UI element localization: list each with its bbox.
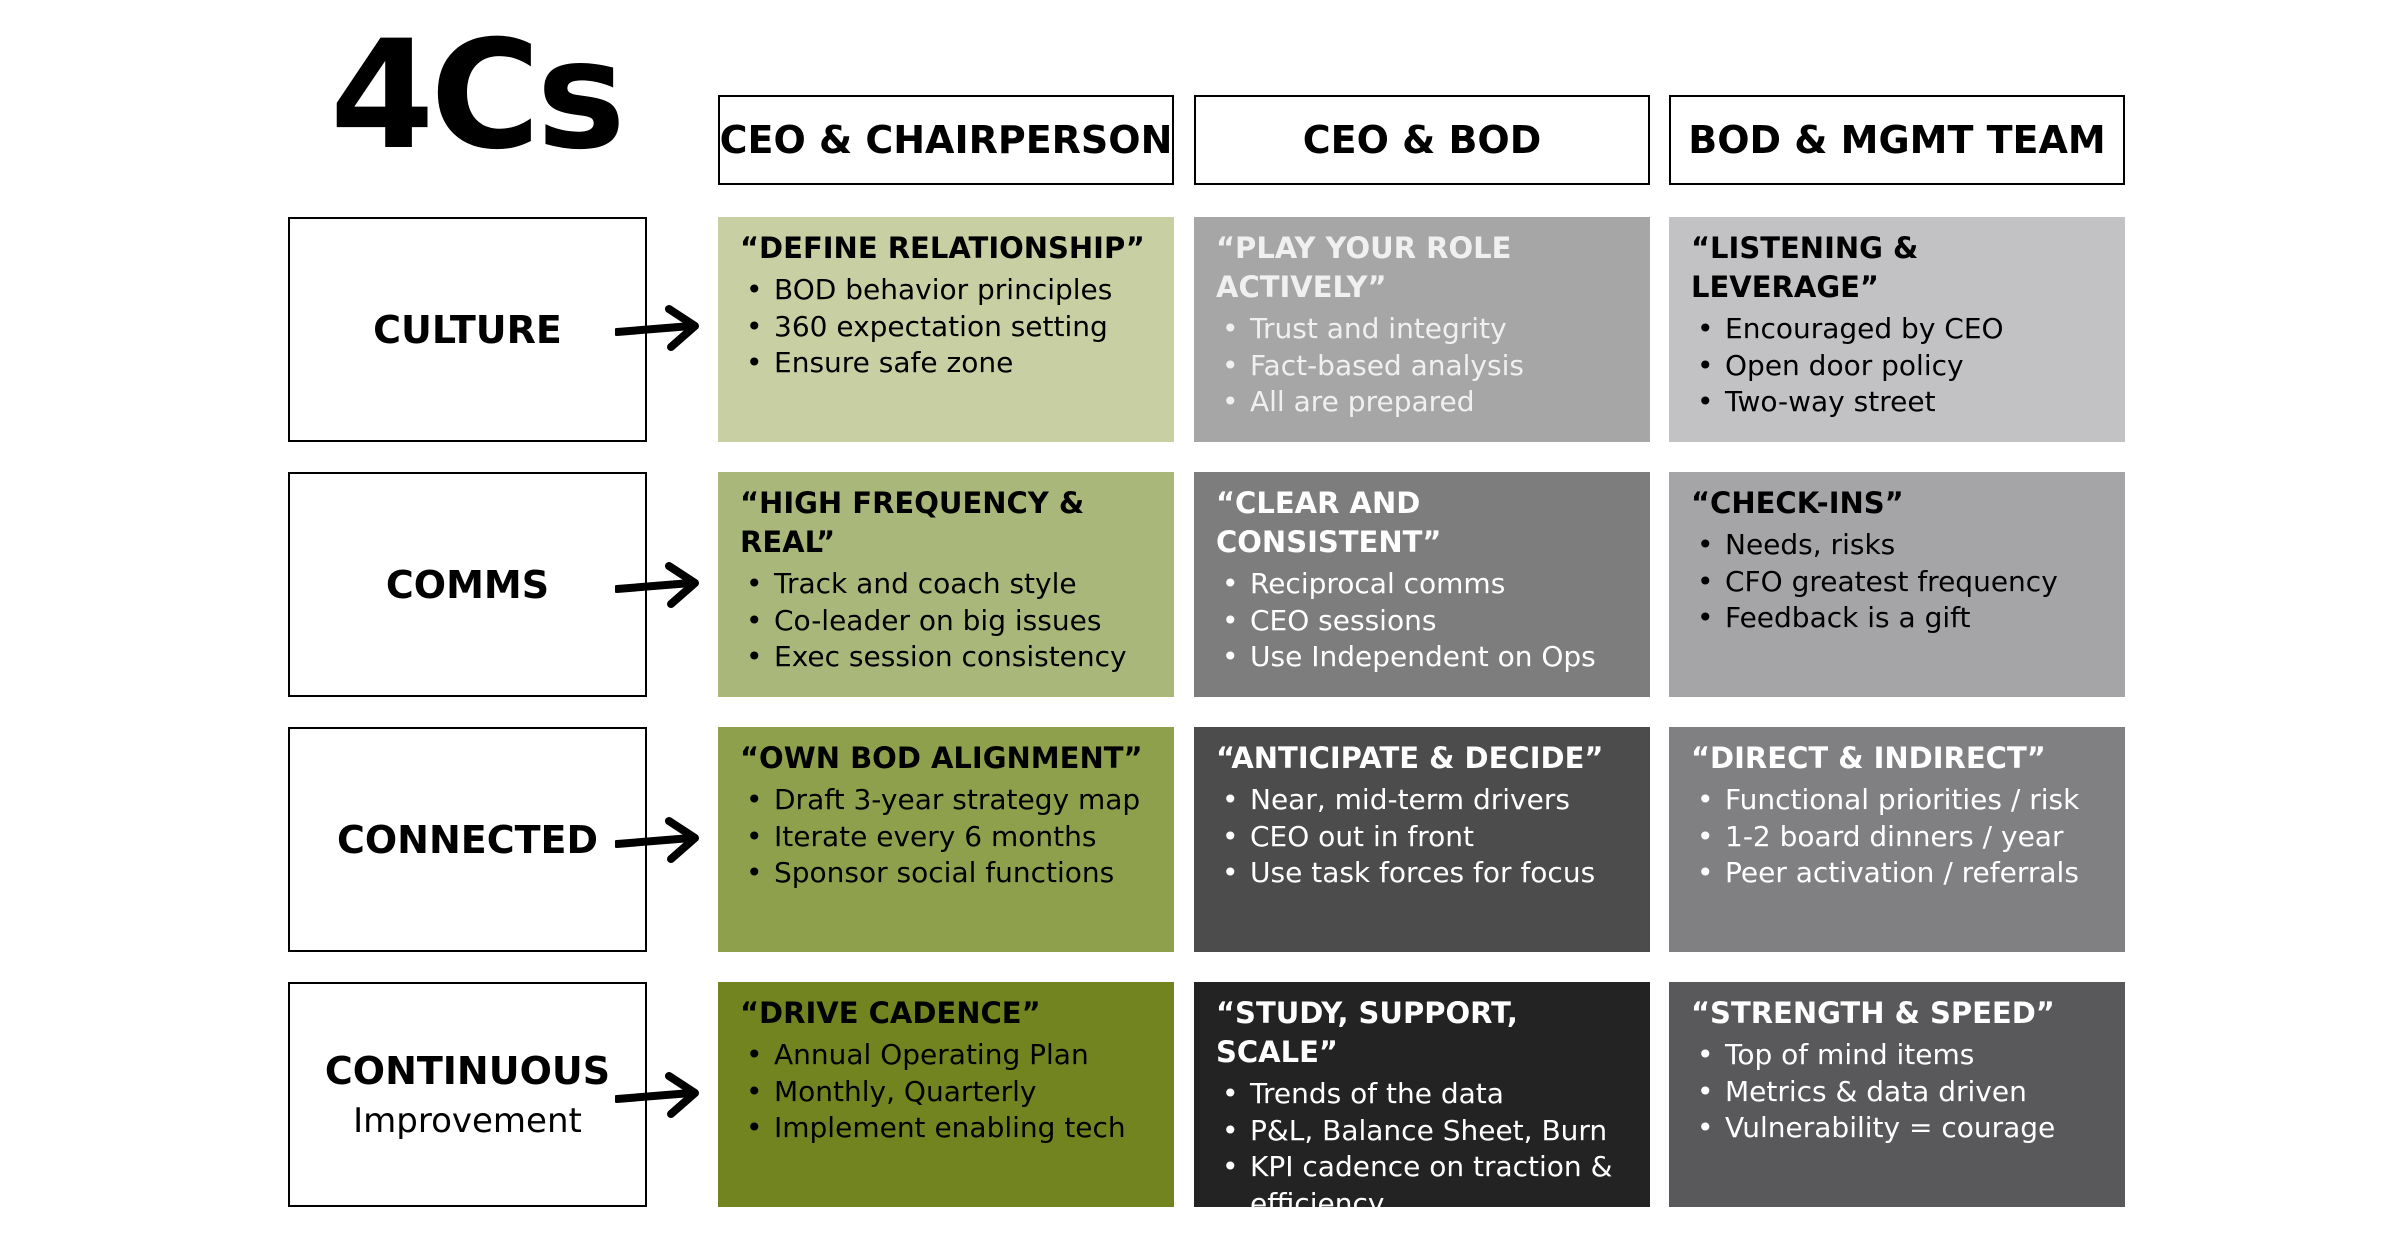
bullet-item: P&L, Balance Sheet, Burn — [1216, 1113, 1630, 1150]
bullet-item: Co-leader on big issues — [740, 603, 1154, 640]
cell-continuous-bod-mgmt: “STRENGTH & SPEED” Top of mind items Met… — [1669, 982, 2125, 1207]
bullet-item: Use task forces for focus — [1216, 855, 1630, 892]
bullet-list: Near, mid-term drivers CEO out in front … — [1216, 782, 1630, 892]
cell-heading: “DIRECT & INDIRECT” — [1691, 741, 2046, 775]
cell-heading: “DRIVE CADENCE” — [740, 996, 1041, 1030]
row-sublabel-text: Improvement — [353, 1100, 582, 1141]
bullet-item: Vulnerability = courage — [1691, 1110, 2105, 1147]
cell-comms-bod-mgmt: “CHECK-INS” Needs, risks CFO greatest fr… — [1669, 472, 2125, 697]
bullet-item: Ensure safe zone — [740, 345, 1154, 382]
row-label-continuous: CONTINUOUS Improvement — [288, 982, 647, 1207]
bullet-item: BOD behavior principles — [740, 272, 1154, 309]
row-label-comms: COMMS — [288, 472, 647, 697]
bullet-item: Sponsor social functions — [740, 855, 1154, 892]
bullet-item: Reciprocal comms — [1216, 566, 1630, 603]
bullet-item: Top of mind items — [1691, 1037, 2105, 1074]
cell-culture-ceo-chairperson: “DEFINE RELATIONSHIP” BOD behavior princ… — [718, 217, 1174, 442]
bullet-item: Exec session consistency — [740, 639, 1154, 676]
bullet-item: Encouraged by CEO — [1691, 311, 2105, 348]
row-label-text: COMMS — [385, 562, 550, 607]
bullet-list: Encouraged by CEO Open door policy Two-w… — [1691, 311, 2105, 421]
column-header-ceo-chairperson: CEO & CHAIRPERSON — [718, 95, 1174, 185]
bullet-list: Annual Operating Plan Monthly, Quarterly… — [740, 1037, 1154, 1147]
column-header-ceo-bod: CEO & BOD — [1194, 95, 1650, 185]
bullet-item: Functional priorities / risk — [1691, 782, 2105, 819]
bullet-item: Track and coach style — [740, 566, 1154, 603]
bullet-item: Peer activation / referrals — [1691, 855, 2105, 892]
row-label-culture: CULTURE — [288, 217, 647, 442]
cell-heading: “ANTICIPATE & DECIDE” — [1216, 741, 1604, 775]
bullet-item: 360 expectation setting — [740, 309, 1154, 346]
cell-heading: “PLAY YOUR ROLE ACTIVELY” — [1216, 231, 1512, 304]
cell-heading: “CHECK-INS” — [1691, 486, 1904, 520]
bullet-item: KPI cadence on traction & efficiency — [1216, 1149, 1630, 1222]
bullet-item: CEO out in front — [1216, 819, 1630, 856]
bullet-item: Feedback is a gift — [1691, 600, 2105, 637]
row-label-text: CULTURE — [373, 307, 562, 352]
cell-connected-ceo-chairperson: “OWN BOD ALIGNMENT” Draft 3-year strateg… — [718, 727, 1174, 952]
bullet-list: Functional priorities / risk 1-2 board d… — [1691, 782, 2105, 892]
cell-heading: “DEFINE RELATIONSHIP” — [740, 231, 1145, 265]
bullet-item: Draft 3-year strategy map — [740, 782, 1154, 819]
cell-culture-bod-mgmt: “LISTENING & LEVERAGE” Encouraged by CEO… — [1669, 217, 2125, 442]
bullet-item: CFO greatest frequency — [1691, 564, 2105, 601]
bullet-item: 1-2 board dinners / year — [1691, 819, 2105, 856]
row-label-text: CONTINUOUS — [324, 1048, 611, 1093]
bullet-list: Draft 3-year strategy map Iterate every … — [740, 782, 1154, 892]
bullet-item: Monthly, Quarterly — [740, 1074, 1154, 1111]
bullet-item: Trust and integrity — [1216, 311, 1630, 348]
row-label-text: CONNECTED — [336, 817, 599, 862]
cell-comms-ceo-bod: “CLEAR AND CONSISTENT” Reciprocal comms … — [1194, 472, 1650, 697]
row-label-connected: CONNECTED — [288, 727, 647, 952]
cell-heading: “STRENGTH & SPEED” — [1691, 996, 2055, 1030]
cell-continuous-ceo-chairperson: “DRIVE CADENCE” Annual Operating Plan Mo… — [718, 982, 1174, 1207]
bullet-item: Open door policy — [1691, 348, 2105, 385]
bullet-item: Implement enabling tech — [740, 1110, 1154, 1147]
cell-continuous-ceo-bod: “STUDY, SUPPORT, SCALE” Trends of the da… — [1194, 982, 1650, 1220]
bullet-list: Trends of the data P&L, Balance Sheet, B… — [1216, 1076, 1630, 1222]
bullet-item: All are prepared — [1216, 384, 1630, 421]
cell-culture-ceo-bod: “PLAY YOUR ROLE ACTIVELY” Trust and inte… — [1194, 217, 1650, 442]
bullet-list: BOD behavior principles 360 expectation … — [740, 272, 1154, 382]
cell-heading: “STUDY, SUPPORT, SCALE” — [1216, 996, 1518, 1069]
bullet-list: Needs, risks CFO greatest frequency Feed… — [1691, 527, 2105, 637]
bullet-list: Track and coach style Co-leader on big i… — [740, 566, 1154, 676]
bullet-item: Use Independent on Ops — [1216, 639, 1630, 676]
cell-connected-ceo-bod: “ANTICIPATE & DECIDE” Near, mid-term dri… — [1194, 727, 1650, 952]
arrow-right-icon — [615, 1072, 699, 1118]
cell-heading: “OWN BOD ALIGNMENT” — [740, 741, 1143, 775]
column-header-bod-mgmt-team: BOD & MGMT TEAM — [1669, 95, 2125, 185]
bullet-list: Top of mind items Metrics & data driven … — [1691, 1037, 2105, 1147]
arrow-right-icon — [615, 562, 699, 608]
bullet-item: Annual Operating Plan — [740, 1037, 1154, 1074]
bullet-item: Near, mid-term drivers — [1216, 782, 1630, 819]
cell-heading: “LISTENING & LEVERAGE” — [1691, 231, 1919, 304]
bullet-item: Needs, risks — [1691, 527, 2105, 564]
arrow-right-icon — [615, 305, 699, 351]
bullet-item: Two-way street — [1691, 384, 2105, 421]
bullet-item: Trends of the data — [1216, 1076, 1630, 1113]
cell-comms-ceo-chairperson: “HIGH FREQUENCY & REAL” Track and coach … — [718, 472, 1174, 697]
bullet-list: Trust and integrity Fact-based analysis … — [1216, 311, 1630, 421]
bullet-item: Iterate every 6 months — [740, 819, 1154, 856]
cell-connected-bod-mgmt: “DIRECT & INDIRECT” Functional prioritie… — [1669, 727, 2125, 952]
bullet-list: Reciprocal comms CEO sessions Use Indepe… — [1216, 566, 1630, 676]
bullet-item: Fact-based analysis — [1216, 348, 1630, 385]
cell-heading: “HIGH FREQUENCY & REAL” — [740, 486, 1085, 559]
bullet-item: Metrics & data driven — [1691, 1074, 2105, 1111]
cell-heading: “CLEAR AND CONSISTENT” — [1216, 486, 1442, 559]
bullet-item: CEO sessions — [1216, 603, 1630, 640]
arrow-right-icon — [615, 817, 699, 863]
page-title: 4Cs — [330, 9, 626, 183]
